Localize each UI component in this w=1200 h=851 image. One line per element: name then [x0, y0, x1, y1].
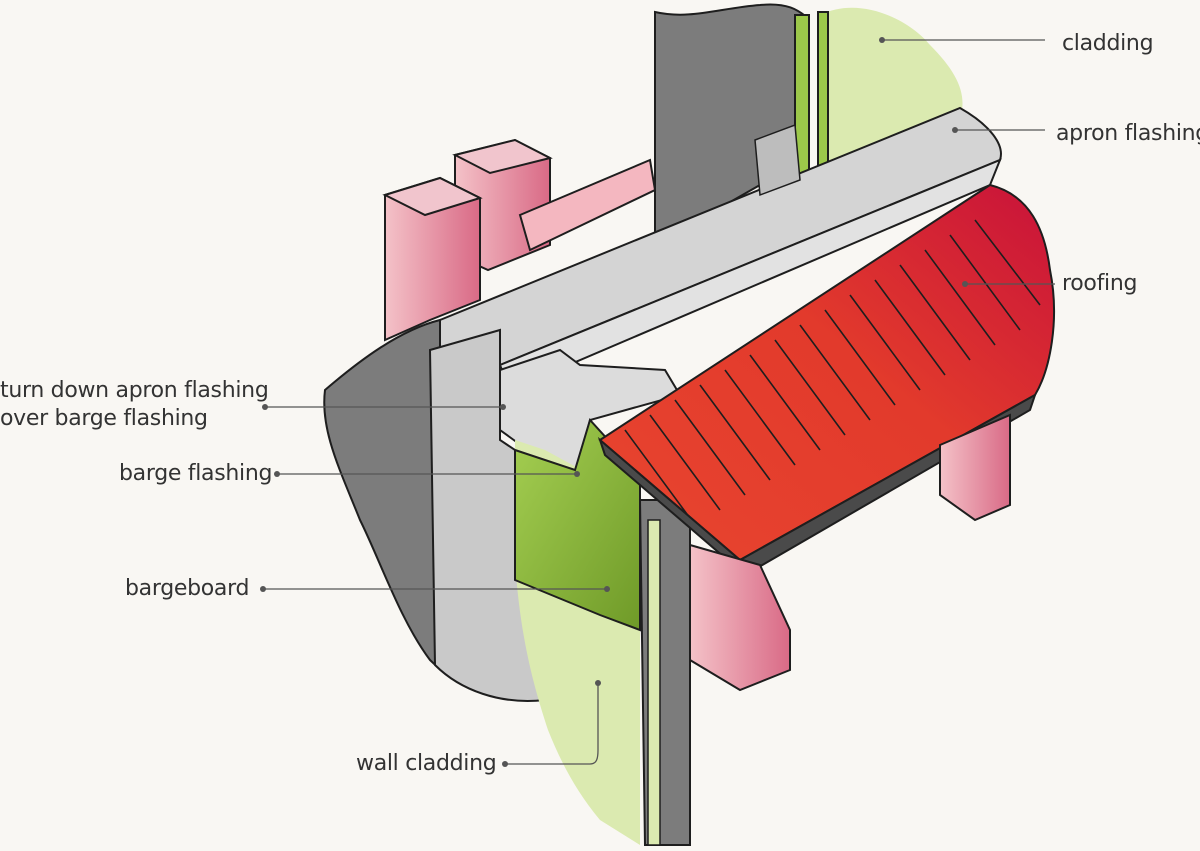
label-wall-cladding: wall cladding: [356, 751, 497, 776]
cavity-strip-2: [817, 11, 829, 188]
purlin: [518, 158, 657, 252]
rafter-back-top: [452, 138, 553, 175]
leader-lines: [263, 39, 1055, 765]
rafter-front-top: [382, 176, 483, 217]
label-apron-flashing: apron flashing: [1056, 121, 1200, 146]
flashing-clip: [754, 123, 801, 197]
joist-left: [689, 543, 791, 692]
upper-cladding: [820, 7, 963, 186]
joist-right: [939, 413, 1011, 522]
label-roofing: roofing: [1062, 271, 1138, 296]
label-turn-down-line-2: over barge flashing: [0, 406, 208, 431]
label-turn-down-apron-flashing: turn down apron flashing over barge flas…: [0, 377, 269, 433]
label-turn-down-line-1: turn down apron flashing: [0, 378, 269, 403]
roofing-shape: [598, 183, 1055, 562]
roofing-corrugations: [624, 219, 1041, 526]
corner-trim: [647, 519, 661, 846]
label-barge-flashing: barge flashing: [119, 461, 273, 486]
label-cladding: cladding: [1062, 31, 1154, 56]
leader-dots: [260, 37, 968, 767]
label-bargeboard: bargeboard: [125, 576, 250, 601]
